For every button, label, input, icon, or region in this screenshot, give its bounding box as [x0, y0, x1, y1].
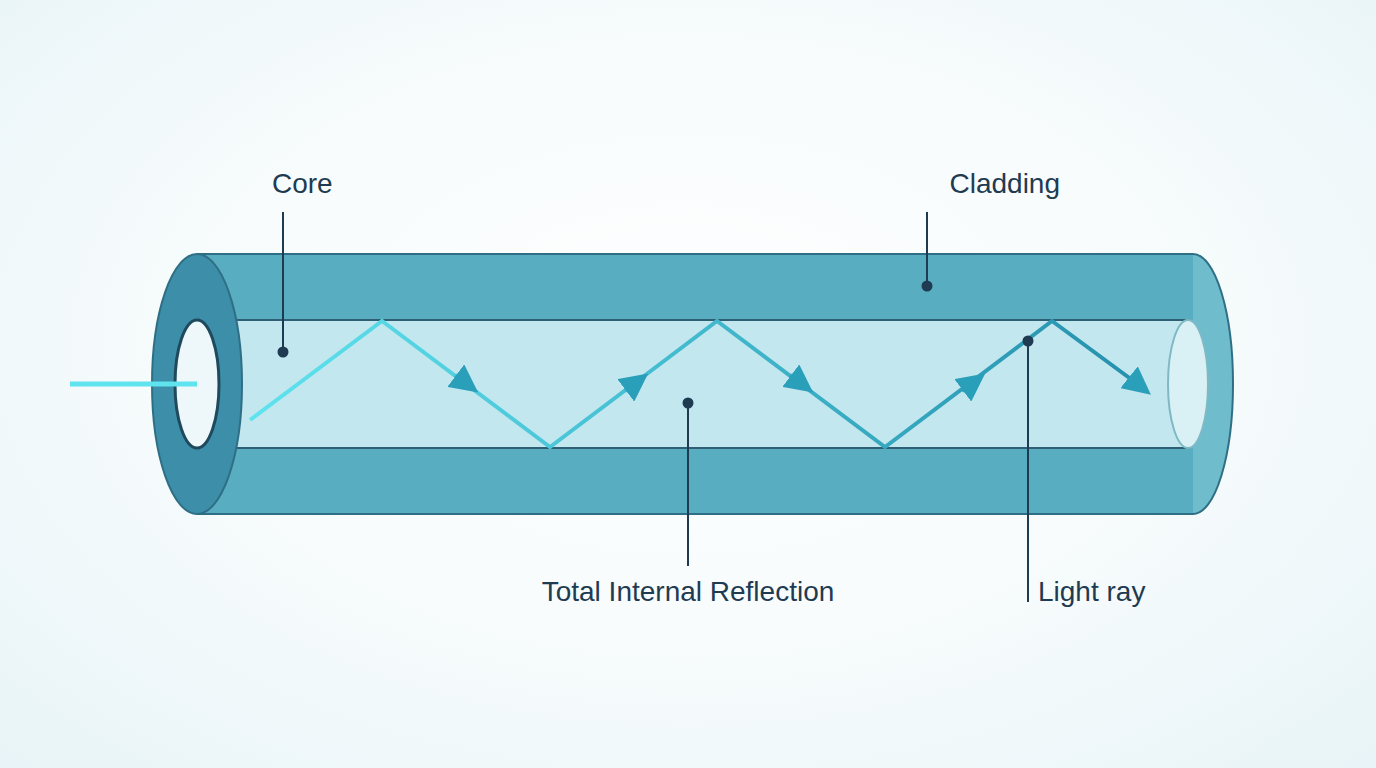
part-label: Core: [272, 167, 333, 201]
incoming-ray: [70, 382, 197, 387]
ray-arrowheads: [455, 375, 1140, 391]
part-label: Total Internal Reflection: [542, 575, 835, 609]
part-label: Light ray: [1038, 575, 1145, 609]
core-end: [1168, 320, 1208, 448]
cladding-body: [197, 254, 1193, 514]
part-label: Cladding: [949, 167, 1060, 201]
leader-lines: [279, 212, 1033, 602]
core-band: [197, 320, 1190, 448]
light-ray: [250, 321, 1143, 447]
